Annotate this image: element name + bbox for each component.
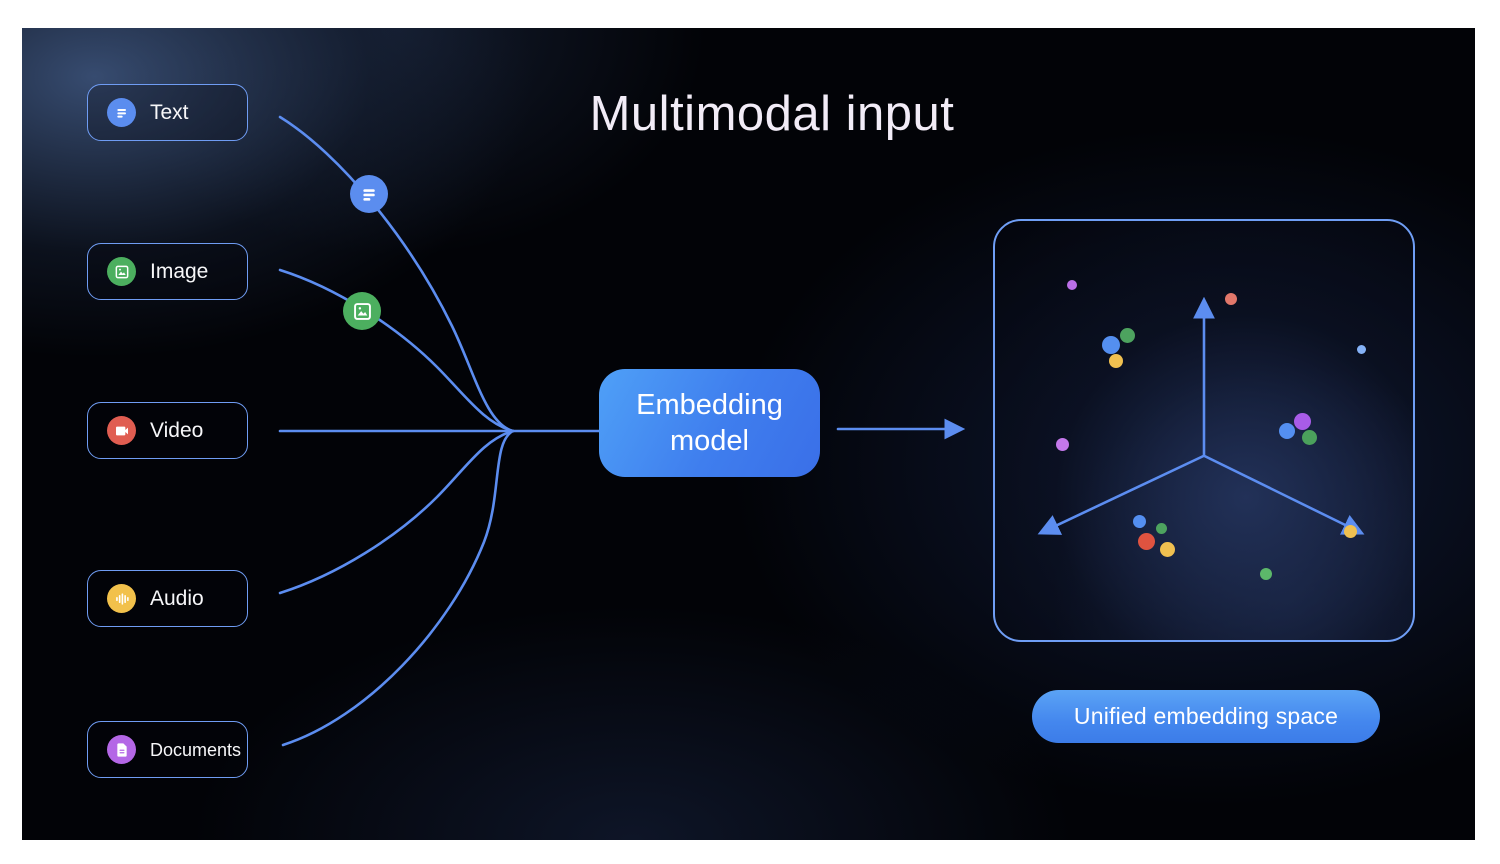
- image-mini-icon: [343, 292, 381, 330]
- input-label-text: Text: [150, 101, 189, 124]
- embedding-space-panel: [993, 219, 1415, 642]
- embedding-point: [1260, 568, 1272, 580]
- embedding-point: [1293, 412, 1311, 430]
- embedding-point: [1119, 327, 1135, 343]
- text-lines-icon: [107, 98, 136, 127]
- connector-documents: [281, 429, 515, 747]
- embedding-point: [1109, 354, 1123, 368]
- axes-3d: [1037, 296, 1365, 535]
- video-camera-icon: [107, 416, 136, 445]
- embedding-point: [1155, 522, 1167, 534]
- audio-waveform-icon: [107, 584, 136, 613]
- embedding-point: [1159, 541, 1175, 557]
- connector-lines: [278, 115, 966, 747]
- input-box-documents: Documents: [87, 721, 248, 778]
- embedding-point: [1132, 514, 1146, 528]
- unified-embedding-space-label: Unified embedding space: [1073, 703, 1339, 729]
- unified-embedding-space-pill: Unified embedding space: [1032, 690, 1380, 743]
- axis-right: [1202, 454, 1365, 535]
- embedding-point: [1356, 344, 1366, 354]
- input-box-image: Image: [87, 243, 248, 300]
- embedding-point: [1301, 429, 1317, 445]
- embedding-point: [1343, 524, 1357, 538]
- embedding-point: [1067, 280, 1077, 290]
- page-title: Multimodal input: [589, 87, 955, 141]
- embedding-point: [1137, 532, 1155, 550]
- input-box-audio: Audio: [87, 570, 248, 627]
- document-icon: [107, 735, 136, 764]
- input-box-text: Text: [87, 84, 248, 141]
- connector-image: [278, 268, 515, 433]
- embedding-point: [1055, 437, 1069, 451]
- embedding-model-label: Embedding model: [636, 388, 783, 457]
- embedding-point: [1225, 293, 1237, 305]
- embedding-model-node: Embedding model: [599, 369, 820, 477]
- connector-text: [278, 115, 515, 433]
- axis-left: [1037, 454, 1206, 535]
- input-label-video: Video: [150, 419, 204, 442]
- connector-audio: [278, 429, 515, 595]
- input-label-image: Image: [150, 260, 209, 283]
- slide-canvas: Multimodal input Text: [22, 28, 1475, 840]
- input-box-video: Video: [87, 402, 248, 459]
- image-icon: [107, 257, 136, 286]
- embedding-point: [1102, 336, 1120, 354]
- text-lines-mini-icon: [350, 175, 388, 213]
- embedding-point: [1279, 423, 1295, 439]
- input-label-audio: Audio: [150, 587, 204, 610]
- input-label-documents: Documents: [150, 739, 242, 760]
